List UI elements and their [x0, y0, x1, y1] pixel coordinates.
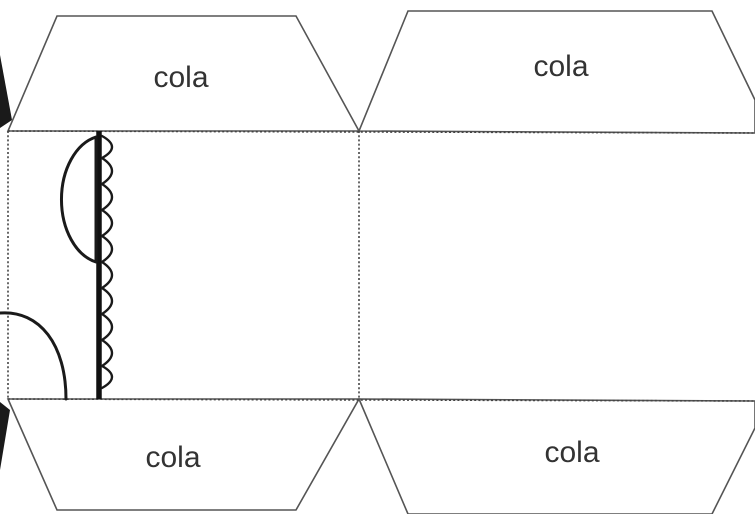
glue-flaps — [6, 10, 755, 514]
drawing-half-circle-top — [59, 135, 98, 264]
label-bottom-left-flap: cola — [145, 441, 200, 474]
fold-line-top — [7, 130, 755, 134]
fold-lines — [7, 130, 755, 402]
panel-drawing — [0, 131, 114, 401]
corner-top-left — [0, 55, 12, 128]
left-edge-corners — [0, 55, 12, 470]
label-top-right-flap: cola — [533, 50, 588, 83]
drawing-arc-bottom — [0, 311, 68, 401]
flap-labels: cola cola cola cola — [145, 50, 599, 474]
label-top-left-flap: cola — [153, 61, 208, 94]
flap-top-left — [6, 15, 361, 132]
drawing-scallops — [100, 134, 114, 390]
corner-bottom-left — [0, 402, 10, 470]
flap-bottom-left — [6, 398, 361, 511]
label-bottom-right-flap: cola — [544, 436, 599, 469]
fold-line-bottom — [7, 398, 755, 402]
